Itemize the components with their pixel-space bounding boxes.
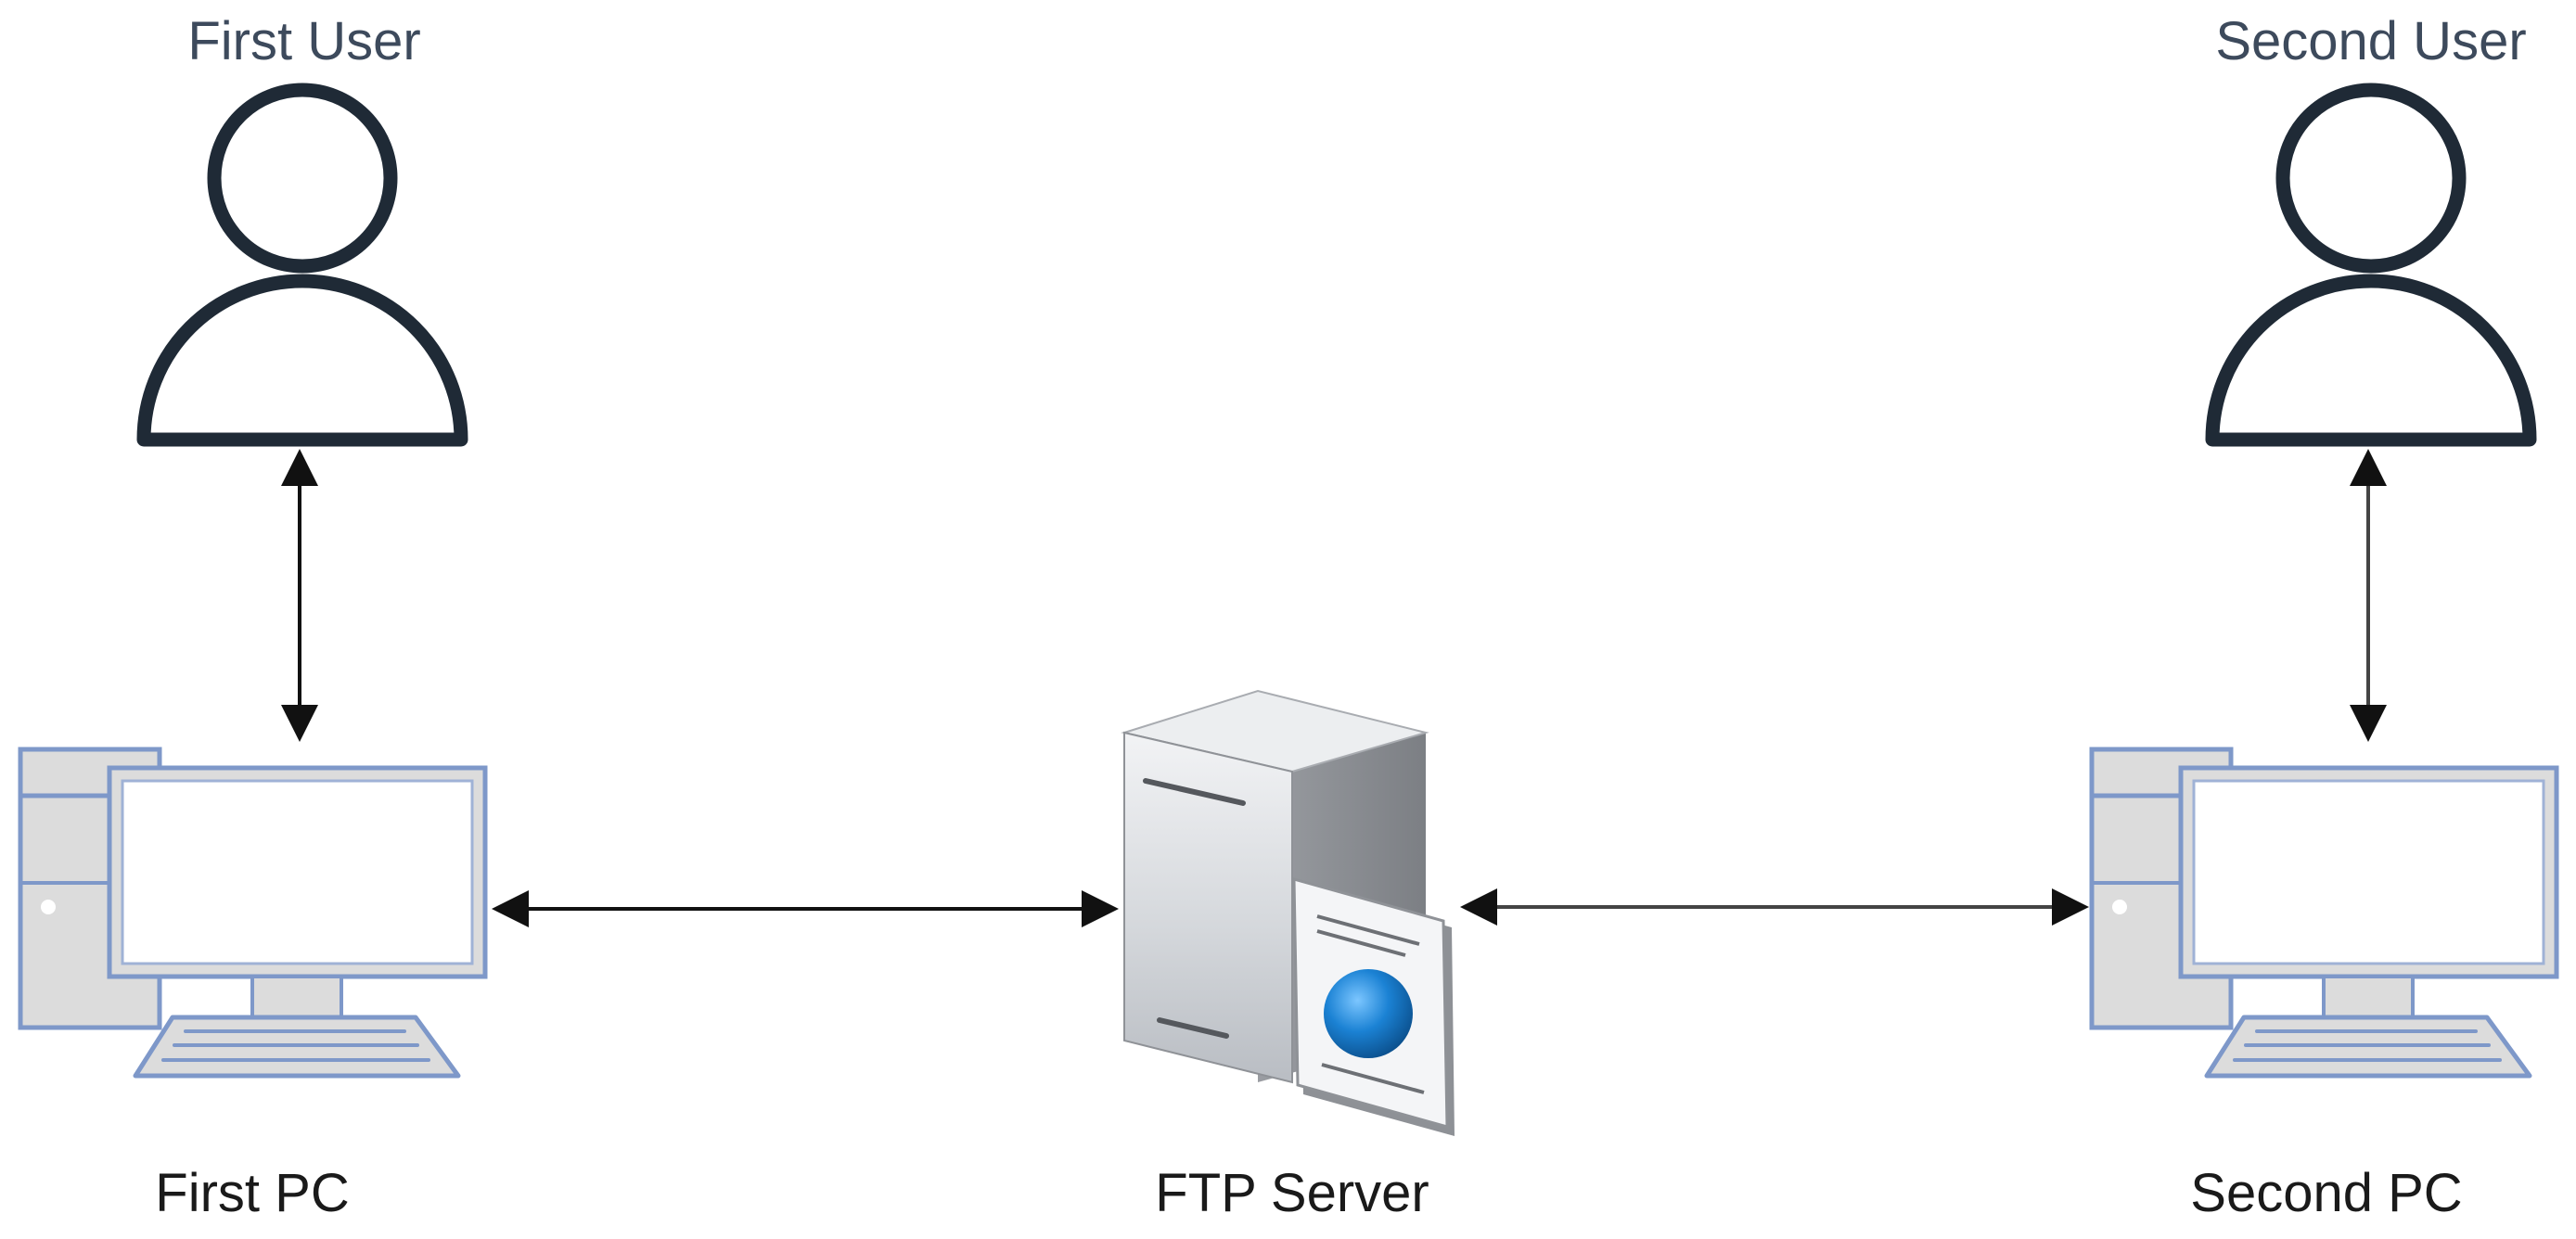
second-pc-label: Second PC [2190,1163,2463,1223]
second-user-icon [2205,83,2537,447]
globe-icon [1324,969,1413,1058]
first-user-icon [136,83,468,447]
second-pc-icon [2089,747,2559,1079]
second-user-label: Second User [2215,11,2527,71]
first-pc-label: First PC [155,1163,350,1223]
ftp-server-label: FTP Server [1155,1163,1429,1223]
ftp-server-icon [1121,689,1455,1136]
first-pc-icon [18,747,488,1079]
first-user-label: First User [187,11,421,71]
